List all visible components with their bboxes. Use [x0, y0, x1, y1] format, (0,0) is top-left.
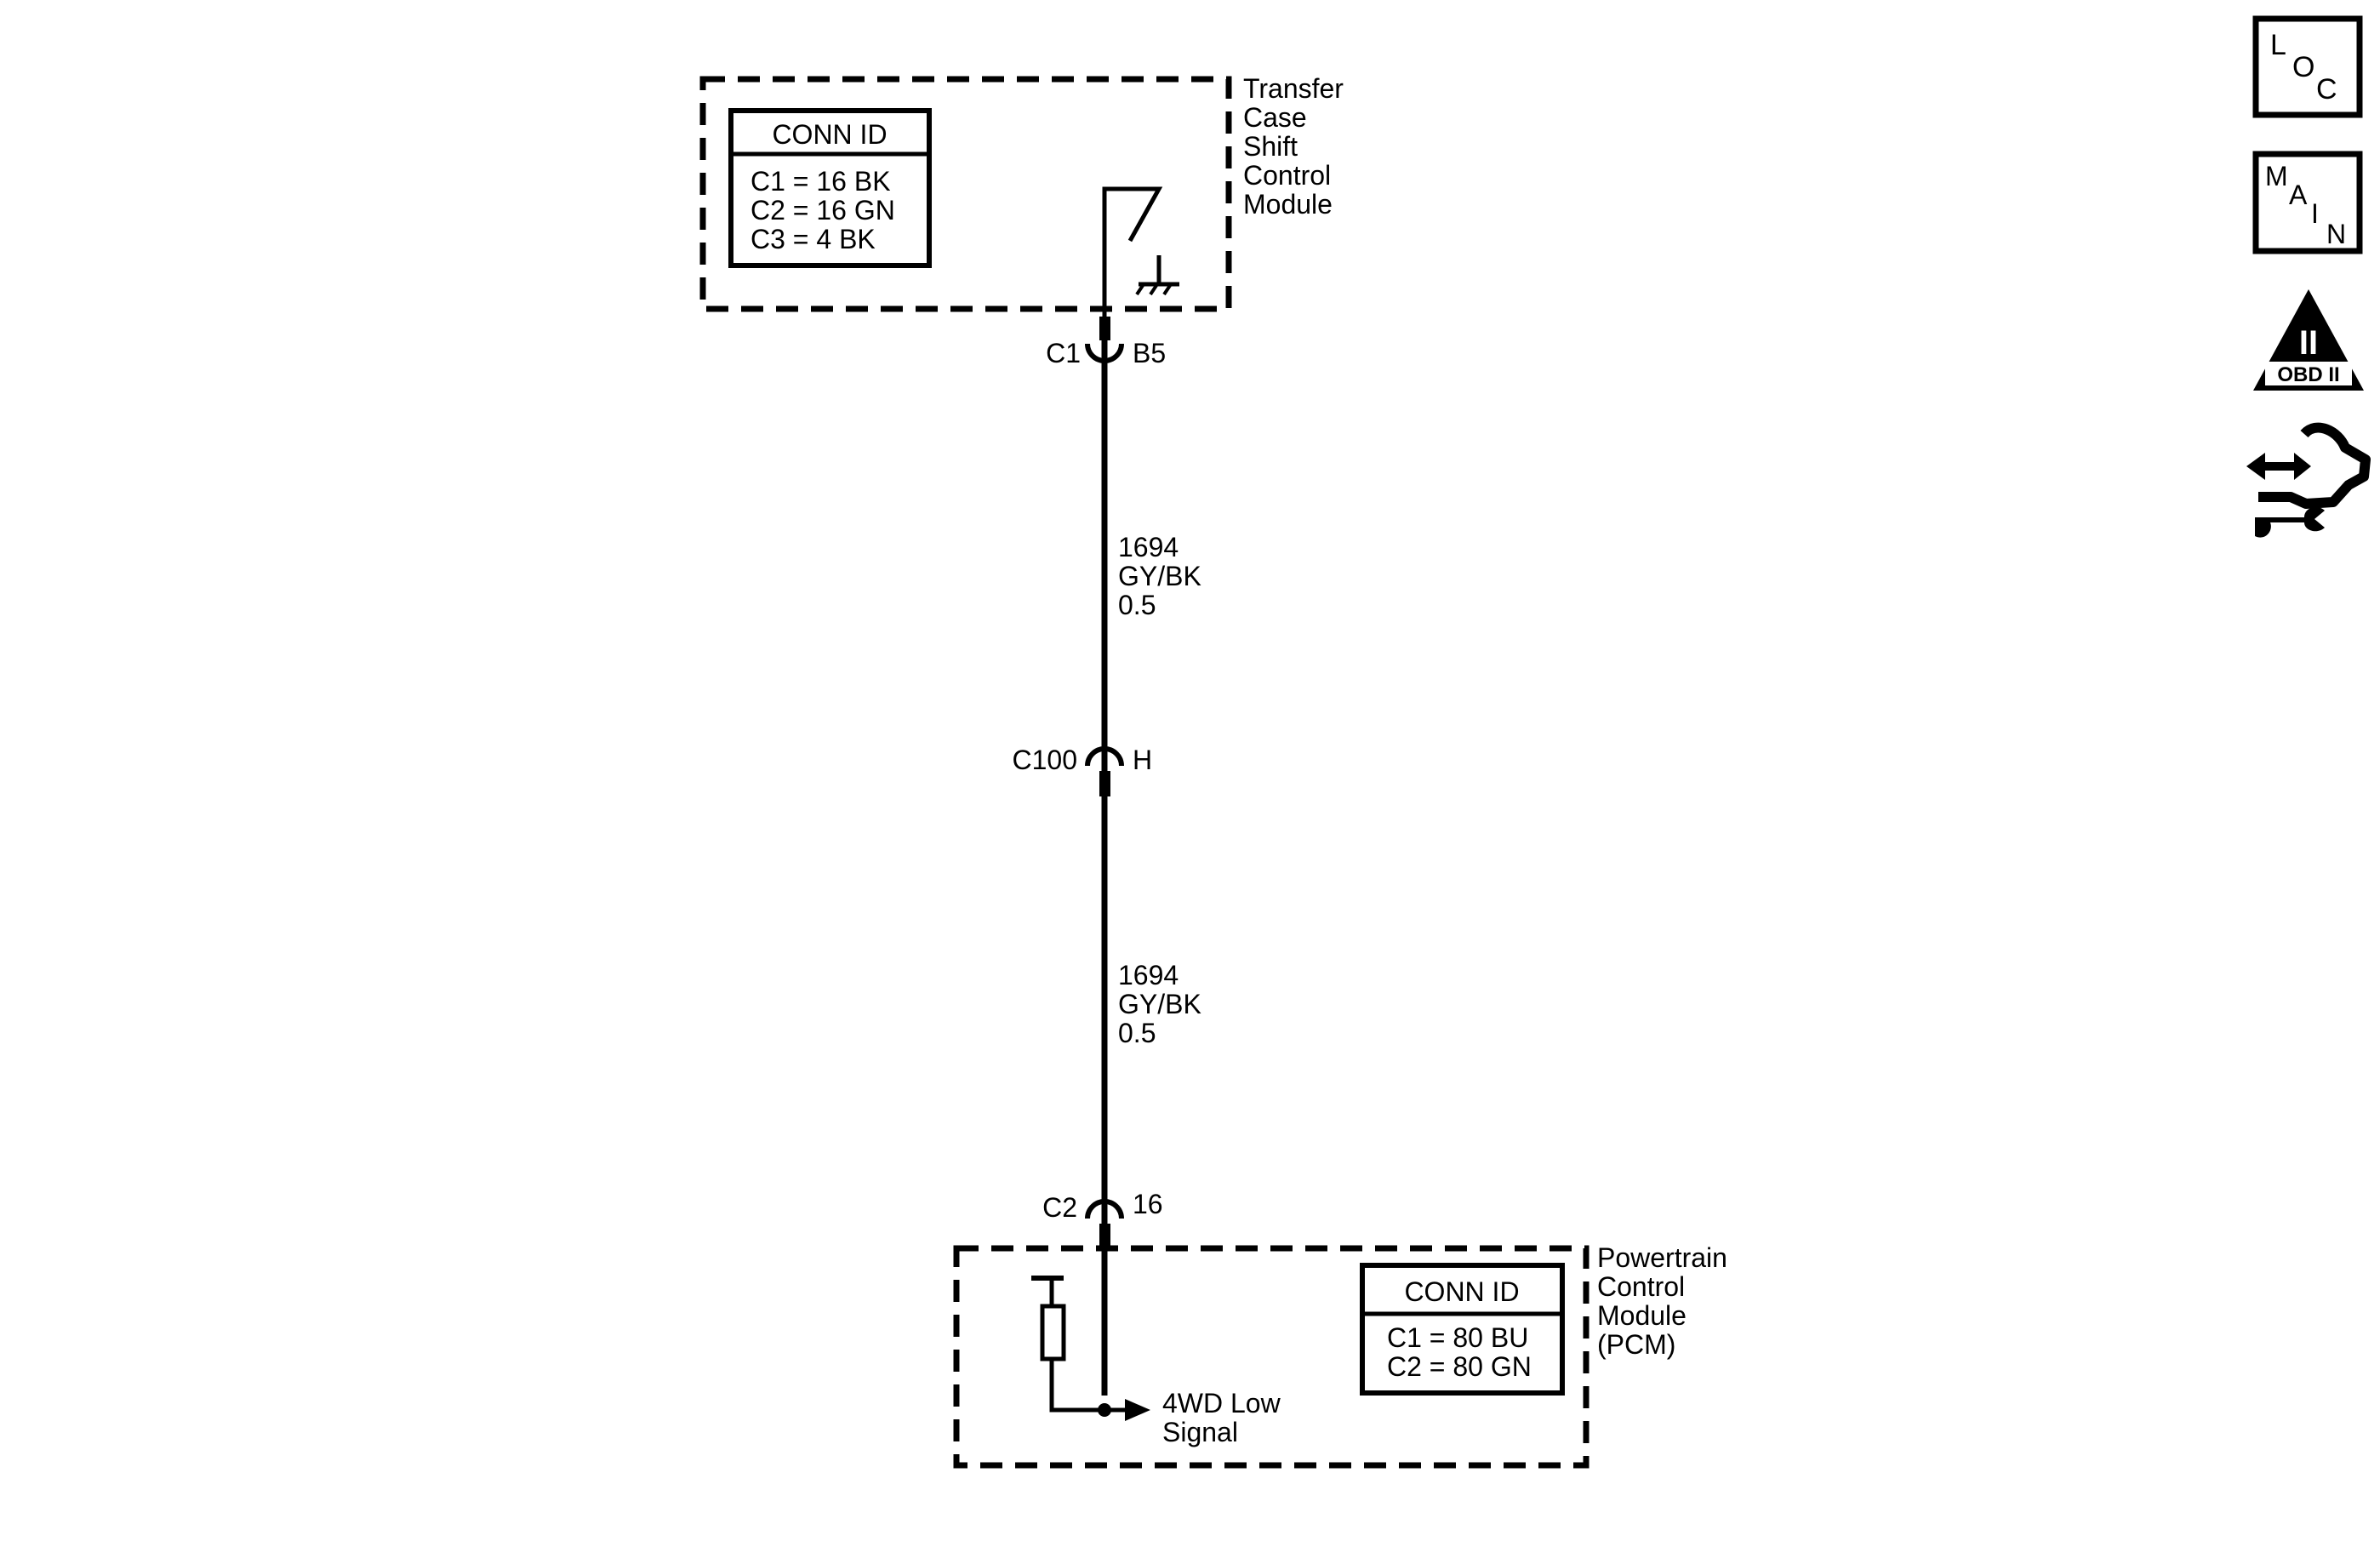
- tcscm-name-line: Transfer: [1243, 73, 1344, 104]
- pcm-conn-id-row: C2 = 80 GN: [1387, 1351, 1532, 1382]
- chassis-ground-hatch: [1162, 283, 1173, 296]
- wire-gauge: 0.5: [1118, 590, 1156, 620]
- location-letter: C: [2316, 73, 2337, 106]
- arrow-left-head: [2246, 453, 2265, 480]
- tcscm-dashed-boundary: [699, 76, 1232, 312]
- tcscm-conn-id-box: [728, 108, 932, 268]
- main-button-frame: [2252, 151, 2363, 254]
- connector-pin: [1099, 771, 1110, 796]
- tcscm-conn-id-header: CONN ID: [772, 119, 887, 150]
- wire-color: GY/BK: [1118, 989, 1201, 1019]
- chassis-ground-hatch: [1135, 283, 1145, 296]
- wire-label-upper: 1694 GY/BK 0.5: [1118, 532, 1201, 620]
- pcm-name-label: Powertrain Control Module (PCM): [1597, 1242, 1727, 1360]
- switch-to-ground-symbol: [1102, 186, 1179, 317]
- pcm-conn-id-row: C1 = 80 BU: [1387, 1322, 1528, 1353]
- connector-cup: [1085, 1199, 1124, 1219]
- location-button[interactable]: L O C: [2252, 15, 2363, 118]
- obd-numeral: II: [2299, 324, 2318, 362]
- wire-label-lower: 1694 GY/BK 0.5: [1118, 960, 1201, 1048]
- connector-pin: [1099, 1224, 1110, 1249]
- pcm-name-line: (PCM): [1597, 1329, 1675, 1360]
- wrench-shape: [2255, 506, 2325, 538]
- tcscm-conn-id-row: C3 = 4 BK: [751, 224, 876, 254]
- powertrain-control-module: 4WD Low Signal CONN ID C1 = 80 BU C2 = 8…: [953, 1242, 1727, 1469]
- tcscm-name-line: Module: [1243, 189, 1333, 220]
- pcm-name-line: Module: [1597, 1300, 1687, 1331]
- arrow-right-head: [2294, 453, 2311, 480]
- obd-ii-button[interactable]: II OBD II: [2253, 289, 2364, 391]
- tcscm-conn-id-table: CONN ID C1 = 16 BK C2 = 16 GN C3 = 4 BK: [728, 108, 932, 268]
- main-letter: M: [2265, 161, 2288, 191]
- main-letter: I: [2311, 198, 2319, 229]
- obd-label: OBD II: [2277, 363, 2339, 386]
- arrow-head: [1125, 1399, 1150, 1421]
- location-letter: O: [2292, 51, 2314, 83]
- obd-label-plate: [2265, 362, 2352, 385]
- diagnostic-wrench-icon[interactable]: [2246, 422, 2371, 538]
- location-button-frame: [2252, 15, 2363, 118]
- pcm-conn-id-box: [1360, 1263, 1565, 1396]
- pcm-conn-id-table: CONN ID C1 = 80 BU C2 = 80 GN: [1360, 1263, 1565, 1396]
- tcscm-name-line: Shift: [1243, 131, 1298, 162]
- hand-outline: [2258, 422, 2371, 509]
- tcscm-conn-id-row: C2 = 16 GN: [751, 195, 895, 225]
- connector-cavity-label: B5: [1133, 338, 1166, 368]
- chassis-ground-hatch: [1149, 283, 1159, 296]
- tcscm-name-line: Control: [1243, 160, 1331, 191]
- resistor-to-signal-lead: [1049, 1359, 1104, 1413]
- circuit-number: 1694: [1118, 960, 1179, 990]
- connector-c2-16: C2 16: [1042, 1189, 1163, 1249]
- resistor-body: [1040, 1304, 1066, 1361]
- connector-cavity-label: H: [1133, 745, 1152, 775]
- main-letter: N: [2326, 219, 2346, 249]
- pcm-conn-id-header: CONN ID: [1404, 1276, 1519, 1307]
- connector-id-label: C2: [1042, 1192, 1077, 1223]
- main-button[interactable]: M A I N: [2252, 151, 2363, 254]
- connector-c100-h: C100 H: [1013, 745, 1152, 796]
- pcm-name-line: Powertrain: [1597, 1242, 1727, 1273]
- wire-gauge: 0.5: [1118, 1018, 1156, 1048]
- switch-contact: [1102, 186, 1163, 317]
- wire-color: GY/BK: [1118, 561, 1201, 591]
- location-letter: L: [2270, 29, 2286, 61]
- pcm-dashed-boundary: [953, 1245, 1590, 1469]
- signal-arrow: 4WD Low Signal: [1104, 1388, 1281, 1447]
- pull-up-resistor: [1031, 1276, 1111, 1417]
- tcscm-conn-id-row: C1 = 16 BK: [751, 166, 891, 197]
- tcscm-name-label: Transfer Case Shift Control Module: [1243, 73, 1344, 220]
- tcscm-name-line: Case: [1243, 102, 1307, 133]
- signal-label-line: Signal: [1162, 1417, 1238, 1447]
- connector-id-label: C100: [1013, 745, 1078, 775]
- signal-label-line: 4WD Low: [1162, 1388, 1281, 1418]
- pcm-name-line: Control: [1597, 1271, 1685, 1302]
- connector-cavity-label: 16: [1133, 1189, 1163, 1219]
- transfer-case-shift-control-module: CONN ID C1 = 16 BK C2 = 16 GN C3 = 4 BK …: [699, 73, 1344, 317]
- main-letter: A: [2289, 180, 2308, 210]
- circuit-number: 1694: [1118, 532, 1179, 562]
- connector-cup: [1085, 746, 1124, 767]
- connector-cup: [1085, 343, 1124, 363]
- connector-id-label: C1: [1046, 338, 1081, 368]
- connector-c1-b5: C1 B5: [1046, 317, 1166, 368]
- connector-pin: [1099, 317, 1110, 340]
